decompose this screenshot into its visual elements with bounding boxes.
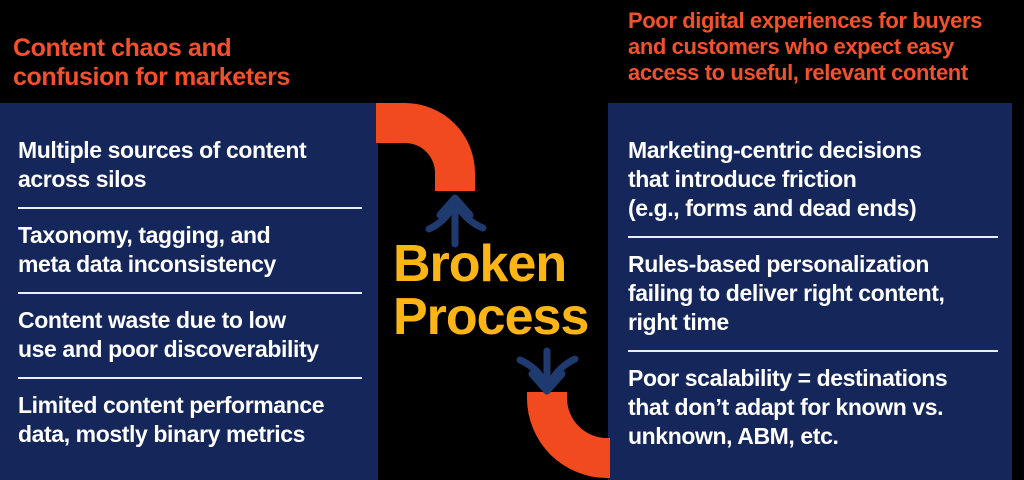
divider <box>18 207 362 209</box>
right-panel: Marketing-centric decisions that introdu… <box>608 103 1012 480</box>
broken-pipe-bottom-icon <box>527 392 610 478</box>
list-item: Poor scalability = destinations that don… <box>628 365 948 449</box>
broken-pipe-top-icon <box>376 103 475 191</box>
left-panel: Multiple sources of content across silos… <box>0 103 378 480</box>
divider <box>628 236 998 238</box>
list-item: Marketing-centric decisions that introdu… <box>628 137 922 221</box>
list-item: Rules-based personalization failing to d… <box>628 251 945 335</box>
divider <box>18 292 362 294</box>
divider <box>18 377 362 379</box>
list-item: Taxonomy, tagging, and meta data inconsi… <box>18 222 276 277</box>
left-header: Content chaos and confusion for marketer… <box>13 34 290 91</box>
list-item: Multiple sources of content across silos <box>18 137 307 192</box>
divider <box>628 350 998 352</box>
broken-process-title: Broken Process <box>393 235 589 346</box>
right-header: Poor digital experiences for buyers and … <box>628 8 983 85</box>
list-item: Limited content performance data, mostly… <box>18 392 325 447</box>
list-item: Content waste due to low use and poor di… <box>18 307 319 362</box>
arrow-down-icon <box>516 347 579 395</box>
